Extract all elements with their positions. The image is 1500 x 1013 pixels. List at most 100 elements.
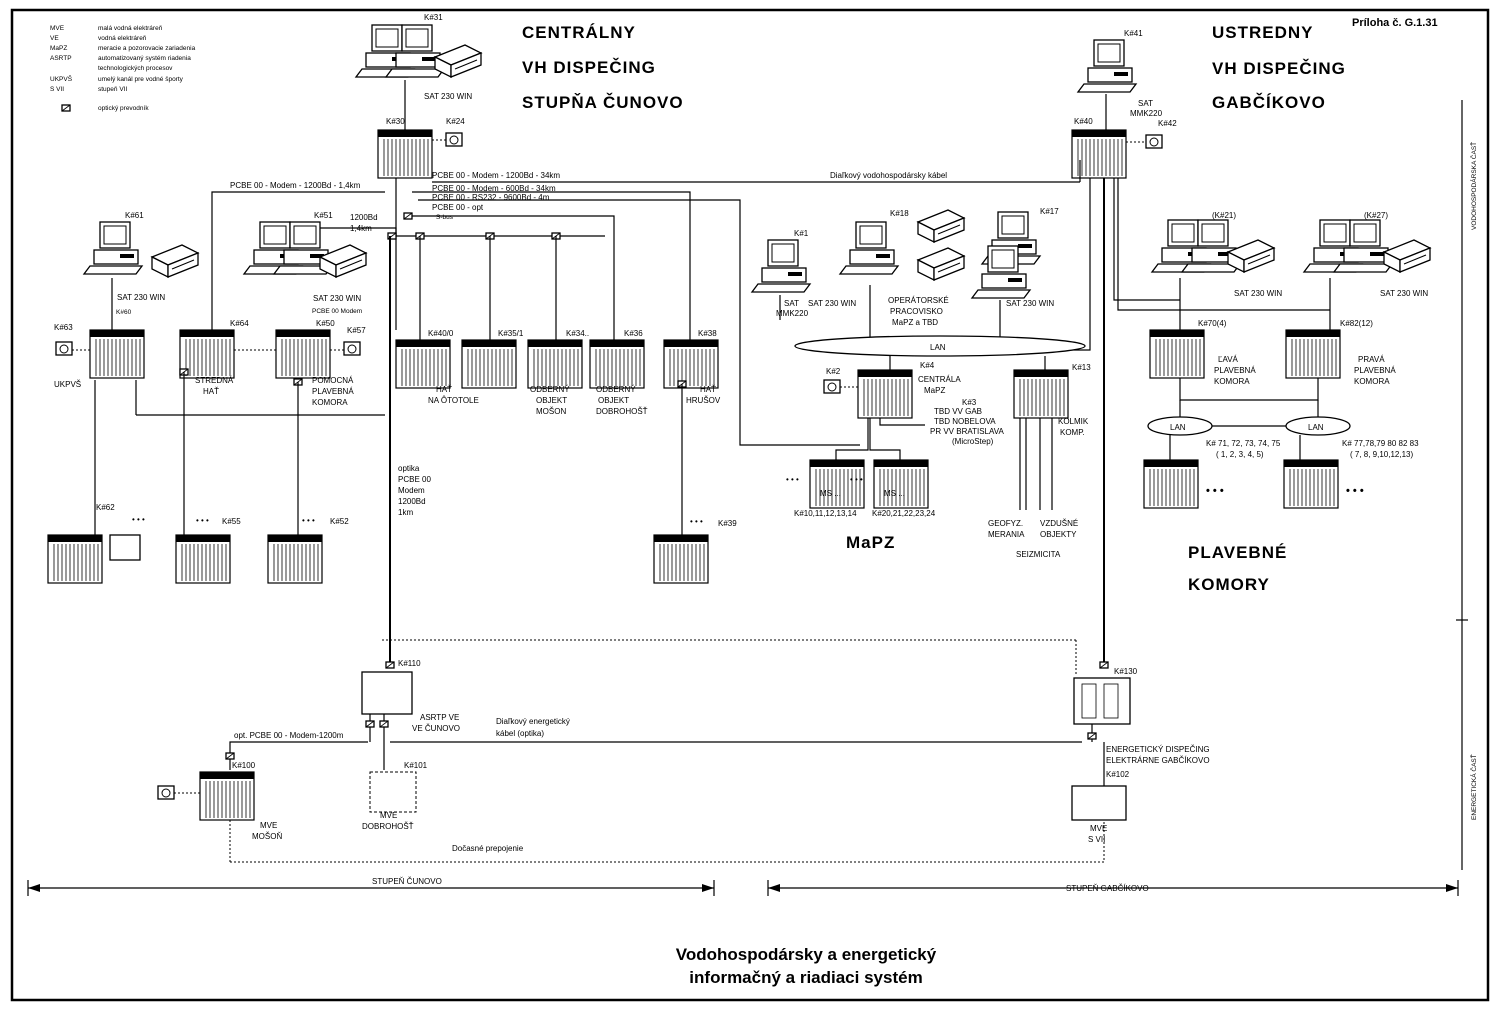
svg-text:• • •: • • • bbox=[196, 516, 209, 525]
station-k41: K#41 SAT MMK220 bbox=[1077, 29, 1163, 118]
label-stations-k34: K#34.. bbox=[566, 329, 589, 338]
label-links-docasne: Dočasné prepojenie bbox=[452, 844, 524, 853]
label-stations-mve-dobro1: MVE bbox=[380, 811, 397, 820]
rack-k38 bbox=[663, 339, 719, 389]
label-stations-tbd3: PR VV BRATISLAVA bbox=[930, 427, 1004, 436]
stage-cunovo: STUPEŇ ČUNOVO bbox=[27, 877, 715, 896]
diagram-title-line2: informačný a riadiaci systém bbox=[689, 968, 922, 987]
label-stations-k17: K#17 bbox=[1040, 207, 1059, 216]
legend-text-1: vodná elektráreň bbox=[98, 35, 147, 42]
label-stations-dobro3: DOBROHOŠŤ bbox=[596, 407, 648, 416]
label-stations-pcbe51: PCBE 00 Modem bbox=[312, 308, 362, 315]
label-stations-mve-s7a: MVE bbox=[1090, 824, 1107, 833]
station-k2: K#2 bbox=[823, 367, 841, 394]
svg-text:• • •: • • • bbox=[690, 517, 703, 526]
label-stations-k41: K#41 bbox=[1124, 29, 1143, 38]
rack-k55 bbox=[175, 534, 231, 584]
svg-text:• • •: • • • bbox=[132, 515, 145, 524]
label-links-sbus: S-bus bbox=[436, 214, 454, 221]
label-stations-ms1: MS ... bbox=[820, 489, 841, 498]
label-links-pcbe-left: PCBE 00 - Modem - 1200Bd - 1,4km bbox=[230, 181, 361, 190]
label-headings-cunovo-0: CENTRÁLNY bbox=[522, 23, 636, 42]
label-stations-k38: K#38 bbox=[698, 329, 717, 338]
rack-k35 bbox=[461, 339, 517, 389]
label-stations-vzd1: VZDUŠNÉ bbox=[1040, 519, 1078, 528]
label-stations-k36: K#36 bbox=[624, 329, 643, 338]
optic-converter-icon bbox=[61, 104, 71, 112]
label-stations-k4: K#4 bbox=[920, 361, 935, 370]
label-stations-hat-hrusov2: HRUŠOV bbox=[686, 396, 721, 405]
box-k101 bbox=[369, 771, 417, 813]
side-label-water: VODOHOSPODÁRSKA ČASŤ bbox=[1469, 142, 1478, 230]
label-stations-k39: K#39 bbox=[718, 519, 737, 528]
label-stations-k77b: ( 7, 8, 9,10,12,13) bbox=[1350, 450, 1413, 459]
heading-gabcikovo: USTREDNY VH DISPEČING GABČÍKOVO bbox=[1212, 23, 1346, 112]
station-k63: K#63 bbox=[54, 323, 73, 356]
label-stations-k27: (K#27) bbox=[1364, 211, 1388, 220]
label-stations-mosan1: ODBERNÝ bbox=[530, 385, 570, 394]
label-stations-egab2: ELEKTRÁRNE GABČÍKOVO bbox=[1106, 756, 1210, 765]
label-stations-hat-ototole2: NA ÔTOTOLE bbox=[428, 396, 479, 405]
label-stations-k18: K#18 bbox=[890, 209, 909, 218]
label-stations-k71b: ( 1, 2, 3, 4, 5) bbox=[1216, 450, 1264, 459]
label-links-pcbe-2: PCBE 00 - Modem - 600Bd - 34km bbox=[432, 184, 556, 193]
label-headings-gabcikovo-1: VH DISPEČING bbox=[1212, 59, 1346, 78]
legend-abbr-6: S VII bbox=[50, 86, 64, 93]
label-headings-cunovo-2: STUPŇA ČUNOVO bbox=[522, 93, 684, 112]
label-stations-sat51: SAT 230 WIN bbox=[313, 294, 361, 303]
label-stations-k100: K#100 bbox=[232, 761, 256, 770]
rack-k39 bbox=[653, 534, 709, 584]
label-stations-k62: K#62 bbox=[96, 503, 115, 512]
legend-text-2: meracie a pozorovacie zariadenia bbox=[98, 45, 196, 52]
label-links-optika-3: 1200Bd bbox=[398, 497, 426, 506]
label-headings-gabcikovo-2: GABČÍKOVO bbox=[1212, 93, 1326, 112]
legend-text-0: malá vodná elektráreň bbox=[98, 25, 163, 32]
label-links-vh-cable: Diaľkový vodohospodársky kábel bbox=[830, 171, 947, 180]
label-stations-k50: K#50 bbox=[316, 319, 335, 328]
label-stations-dobro1: ODBERNÝ bbox=[596, 385, 636, 394]
label-stations-pomocna2: PLAVEBNÁ bbox=[312, 387, 354, 396]
label-stations-tbd1: TBD VV GAB bbox=[934, 407, 982, 416]
station-k18: K#18 SAT 230 WIN bbox=[808, 209, 965, 308]
label-stations-ms2-ids: K#20,21,22,23,24 bbox=[872, 509, 936, 518]
label-stations-lava2: PLAVEBNÁ bbox=[1214, 366, 1256, 375]
label-stations-egab1: ENERGETICKÝ DISPEČING bbox=[1106, 745, 1210, 754]
label-stations-dobro2: OBJEKT bbox=[598, 396, 629, 405]
label-stations-sat-k18: SAT 230 WIN bbox=[808, 299, 856, 308]
label-stations-stredna2: HAŤ bbox=[203, 387, 219, 396]
label-stations-tbd4: (MicroStep) bbox=[952, 437, 994, 446]
rack-ms1 bbox=[809, 459, 865, 509]
label-links-optika-0: optika bbox=[398, 464, 420, 473]
label-stations-k3: K#3 bbox=[962, 398, 977, 407]
legend-abbr-0: MVE bbox=[50, 25, 65, 32]
rack-k40-0 bbox=[395, 339, 451, 389]
label-stations-prava3: KOMORA bbox=[1354, 377, 1390, 386]
svg-text:• • •: • • • bbox=[850, 475, 863, 484]
station-k42: K#42 bbox=[1145, 119, 1177, 149]
label-stations-sat-k1b: MMK220 bbox=[776, 309, 809, 318]
label-stations-asrtp1: ASRTP VE bbox=[420, 713, 459, 722]
legend-abbr-5: UKPVŠ bbox=[50, 74, 73, 83]
station-k24: K#24 bbox=[445, 117, 465, 147]
label-stations-oper2: PRACOVISKO bbox=[890, 307, 943, 316]
optika-label: optika PCBE 00 Modem 1200Bd 1km bbox=[398, 464, 431, 517]
rack-k62 bbox=[47, 534, 103, 584]
label-links-en-cable2: kábel (optika) bbox=[496, 729, 544, 738]
legend-text-5: umelý kanál pre vodné športy bbox=[98, 76, 184, 83]
rack-k52 bbox=[267, 534, 323, 584]
legend-text-6: stupeň VII bbox=[98, 86, 127, 93]
label-stations-oper3: MaPZ a TBD bbox=[892, 318, 938, 327]
label-stations-mve-s7b: S VII bbox=[1088, 835, 1105, 844]
label-stations-hat-hrusov1: HAŤ bbox=[700, 385, 716, 394]
legend-abbr-1: VE bbox=[50, 35, 59, 42]
label-stations-k40: K#40 bbox=[1074, 117, 1093, 126]
label-stations-k102: K#102 bbox=[1106, 770, 1130, 779]
label-stations-k1: K#1 bbox=[794, 229, 809, 238]
label-stations-k31: K#31 bbox=[424, 13, 443, 22]
label-stages-gabcikovo: STUPEŇ GABČÍKOVO bbox=[1066, 884, 1149, 893]
label-links-pcbe-4: PCBE 00 - opt bbox=[432, 203, 484, 212]
label-stations-k21: (K#21) bbox=[1212, 211, 1236, 220]
label-stations-hat-ototole1: HAŤ bbox=[436, 385, 452, 394]
label-stations-mve-mosan1: MVE bbox=[260, 821, 277, 830]
